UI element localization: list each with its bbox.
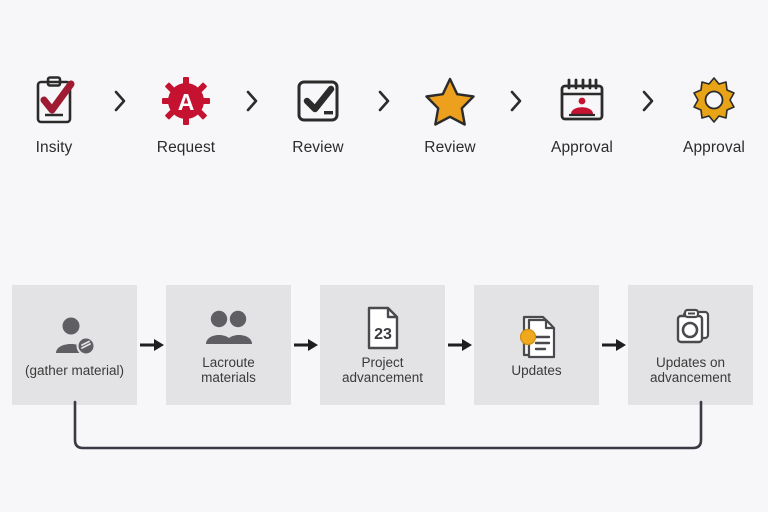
top-step-request[interactable]: A Request <box>138 72 234 157</box>
top-step-review-star[interactable]: Review <box>402 72 498 157</box>
card-gather-material[interactable]: (gather material) <box>12 285 137 405</box>
arrow-right-icon <box>599 285 628 405</box>
document-dot-icon <box>515 313 559 359</box>
top-process-flow: Insity <box>0 72 768 172</box>
top-step-label: Review <box>424 139 476 156</box>
checkbox-check-icon <box>294 72 342 130</box>
clipboard-check-icon <box>31 72 77 130</box>
top-step-label: Approval <box>683 139 745 156</box>
top-step-insity[interactable]: Insity <box>6 72 102 157</box>
user-badge-icon <box>53 313 97 359</box>
chevron-right-icon <box>630 72 666 130</box>
top-step-label: Approval <box>551 139 613 156</box>
star-icon <box>424 72 476 130</box>
gear-icon <box>689 72 739 130</box>
top-step-review-checkbox[interactable]: Review <box>270 72 366 157</box>
two-users-icon <box>205 305 253 351</box>
chevron-right-icon <box>234 72 270 130</box>
card-updates[interactable]: Updates <box>474 285 599 405</box>
document-23-icon: 23 <box>363 305 403 351</box>
document-badge-number: 23 <box>374 326 392 343</box>
arrow-right-icon <box>445 285 474 405</box>
chevron-right-icon <box>102 72 138 130</box>
svg-text:A: A <box>178 89 195 115</box>
feedback-loop-connector <box>73 400 703 450</box>
card-label: Updates <box>511 362 562 378</box>
calendar-event-icon <box>557 72 607 130</box>
top-step-label: Review <box>292 139 344 156</box>
card-label: (gather material) <box>24 362 125 378</box>
photo-stack-icon <box>668 305 714 351</box>
chevron-right-icon <box>498 72 534 130</box>
chevron-right-icon <box>366 72 402 130</box>
top-step-label: Insity <box>35 139 73 156</box>
arrow-right-icon <box>137 285 166 405</box>
top-step-approval-gear[interactable]: Approval <box>666 72 762 157</box>
top-step-label: Request <box>156 139 216 156</box>
top-step-approval-calendar[interactable]: Approval <box>534 72 630 157</box>
arrow-right-icon <box>291 285 320 405</box>
red-badge-a-icon: A <box>160 72 212 130</box>
